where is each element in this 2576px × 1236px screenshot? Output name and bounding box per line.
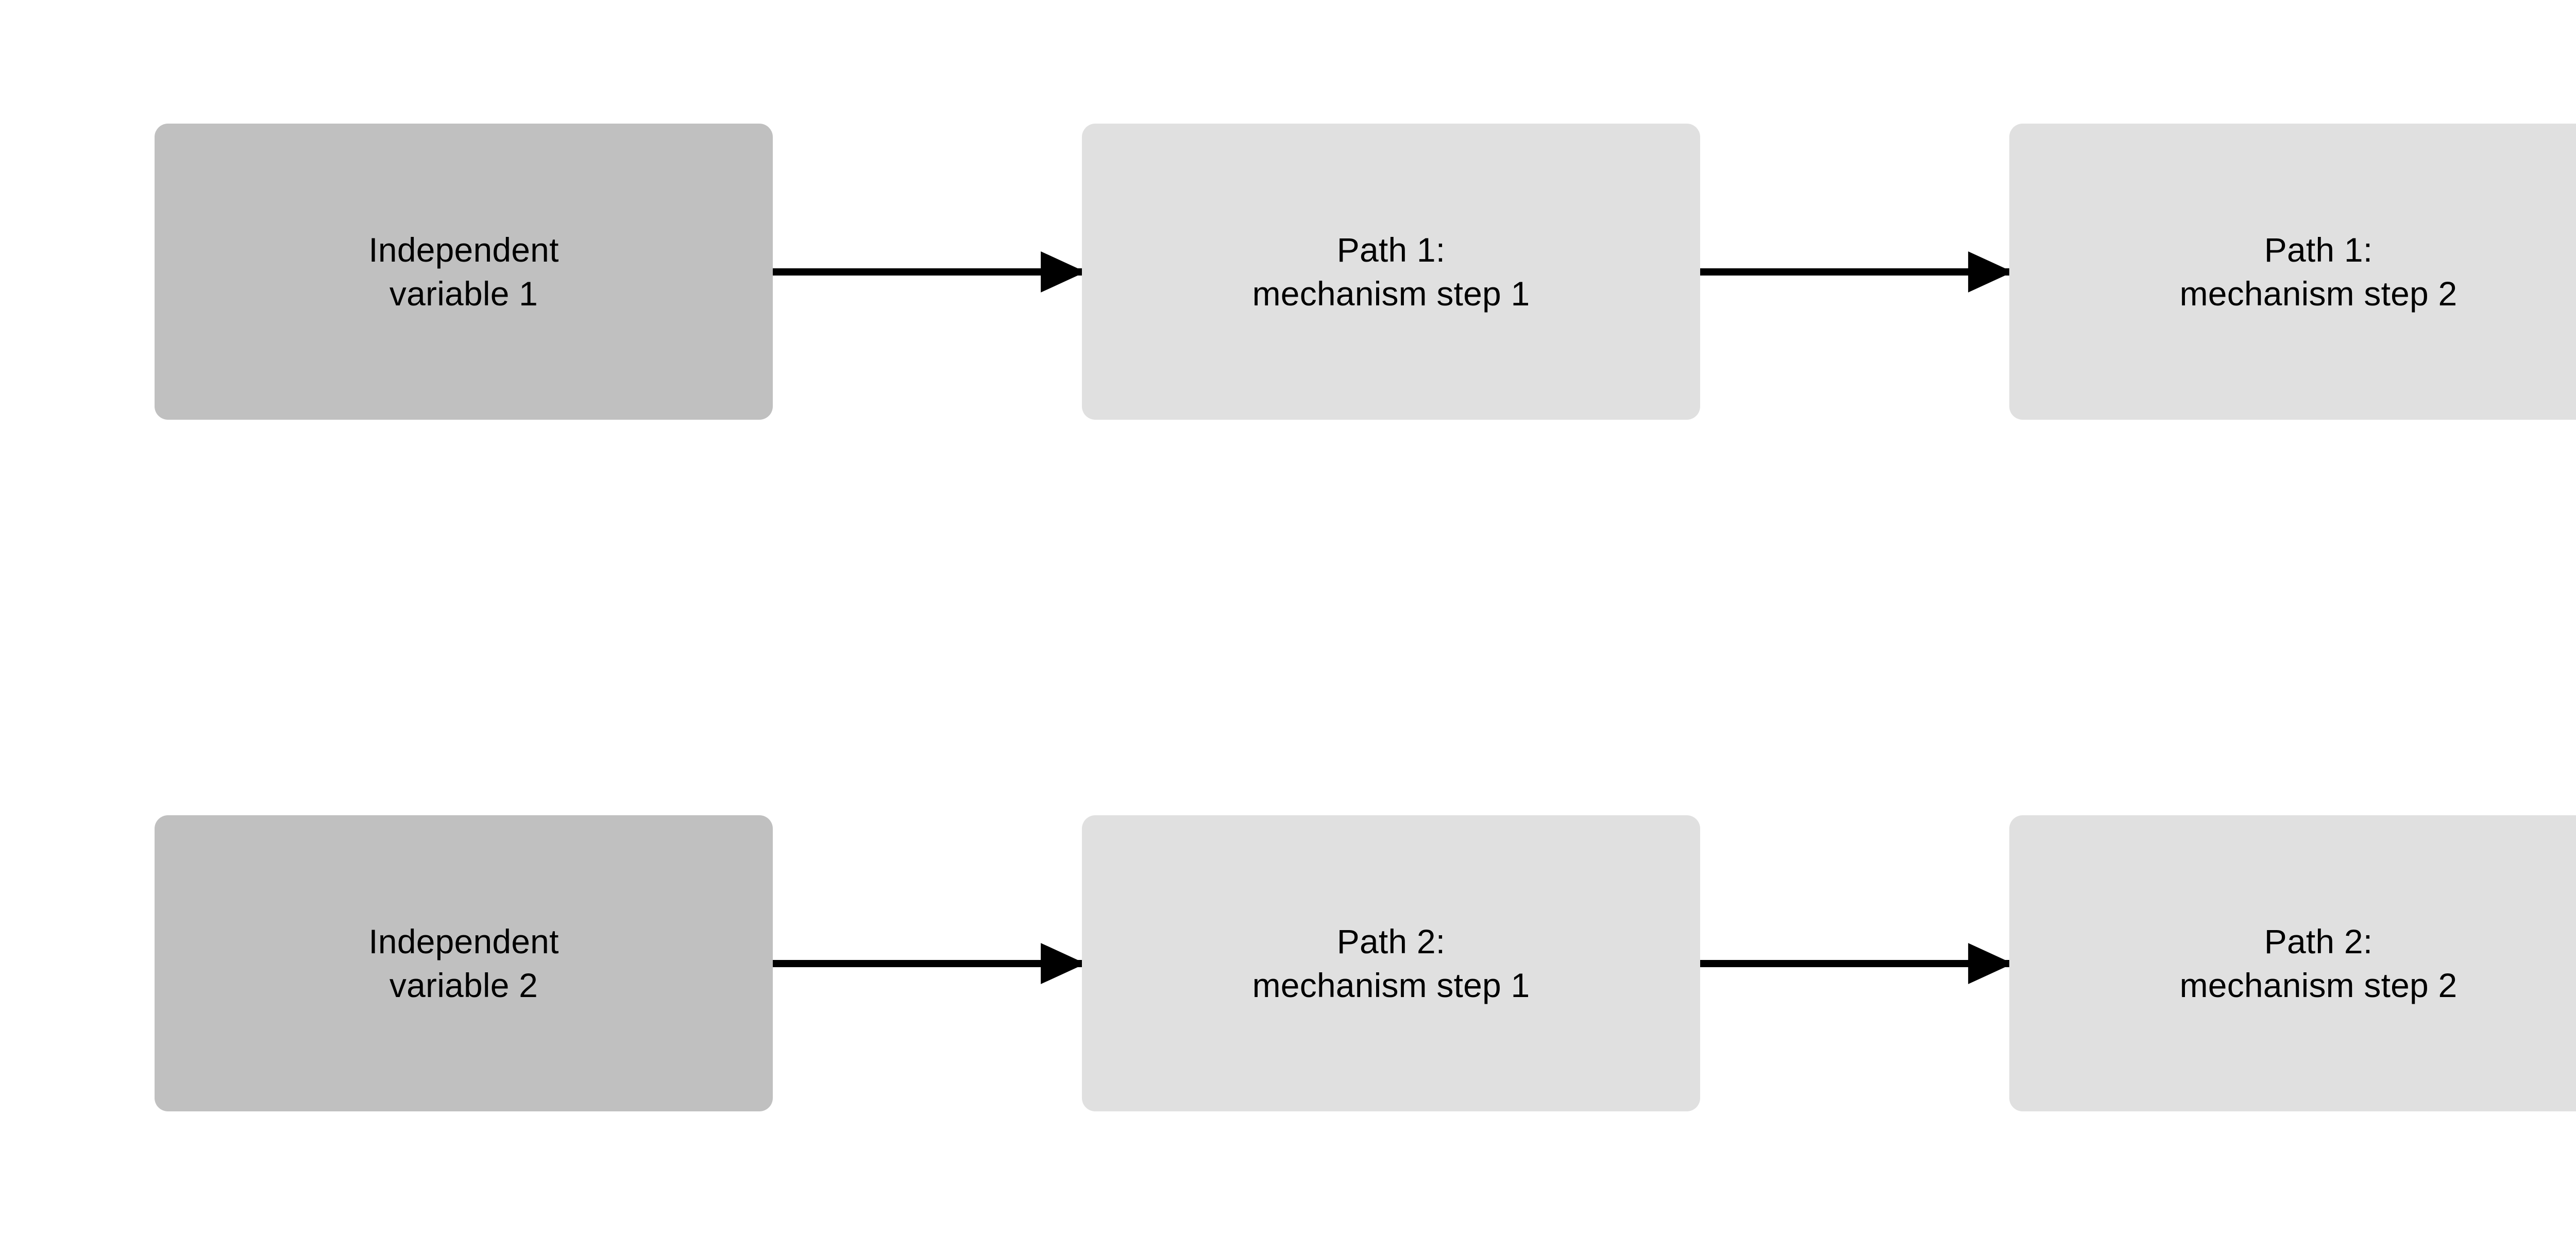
node-label: Path 1: mechanism step 2	[2179, 231, 2458, 313]
node-label: Independent variable 2	[368, 922, 559, 1004]
node-path-1-mechanism-step-2[interactable]: Path 1: mechanism step 2	[2009, 124, 2576, 420]
node-path-2-mechanism-step-1[interactable]: Path 2: mechanism step 1	[1082, 815, 1700, 1111]
node-path-1-mechanism-step-1[interactable]: Path 1: mechanism step 1	[1082, 124, 1700, 420]
node-independent-variable-1[interactable]: Independent variable 1	[155, 124, 773, 420]
node-label: Independent variable 1	[368, 231, 559, 313]
node-label: Path 2: mechanism step 2	[2179, 922, 2458, 1004]
node-label: Path 2: mechanism step 1	[1252, 922, 1530, 1004]
node-path-2-mechanism-step-2[interactable]: Path 2: mechanism step 2	[2009, 815, 2576, 1111]
node-independent-variable-2[interactable]: Independent variable 2	[155, 815, 773, 1111]
node-label: Path 1: mechanism step 1	[1252, 231, 1530, 313]
